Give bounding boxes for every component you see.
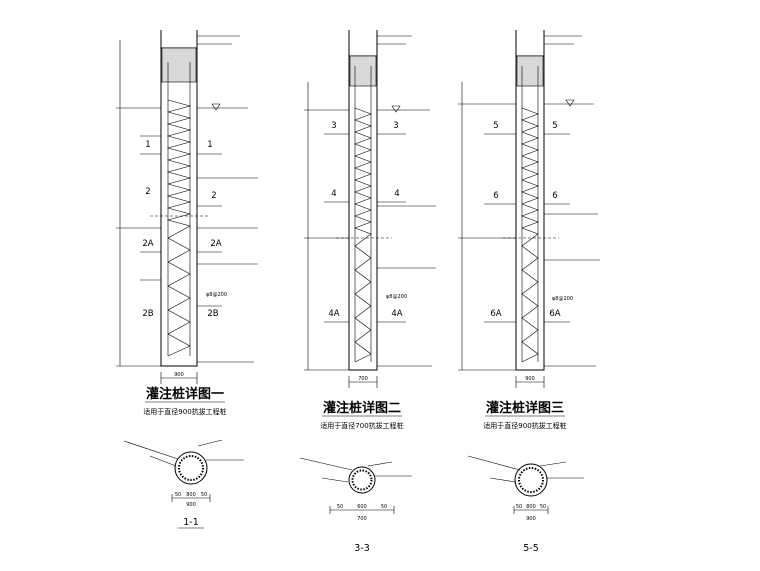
pile-2-width-dim: 700 [358,376,368,382]
pile-2-spiral [354,107,372,363]
section-5-5-dim-left: 50 [516,504,522,510]
section-3-3-dim-right: 50 [381,504,387,510]
pile-1-subtitle: 适用于直径900抗拔工程桩 [143,407,226,416]
pile-1-title: 灌注桩详图一 [146,386,224,402]
section-1-1-dim-right: 50 [201,492,207,498]
pile-1-cap [161,47,197,83]
pile-2-subtitle: 适用于直径700抗拔工程桩 [320,421,403,430]
pile-1-stirrup-note: φ8@200 [206,292,227,298]
pile-3-layer-right-5: 5 [552,121,557,131]
pile-2-cap [349,55,377,87]
pile-2-layer-left-4: 4 [331,189,336,199]
pile-3-width-dim: 900 [525,376,535,382]
pile-2-layer-left-4a: 4A [328,309,339,319]
section-1-1-width: 900 [186,502,196,508]
pile-3-layer-left-6: 6 [493,191,498,201]
section-5-5-label: 5-5 [523,543,539,554]
pile-1-spiral [166,99,192,357]
pile-3-layer-left-5: 5 [493,121,498,131]
pile-2-layer-left-3: 3 [331,121,336,131]
pile-detail-1: 900 1 2 2A 2B 1 2 2A 2B φ8@200 灌注桩详图一 适用… [116,30,258,529]
pile-detail-2: 700 3 4 4A 3 4 4A φ8@200 灌注桩详图二 适用于直径700… [299,30,436,554]
pile-1-layer-right-2b: 2B [207,309,218,319]
pile-2-title: 灌注桩详图二 [323,400,401,416]
section-5-5-dim-right: 50 [540,504,546,510]
section-3-3-width: 700 [357,516,367,522]
pile-1-layer-left-2b: 2B [142,309,153,319]
pile-2-stirrup-note: φ8@200 [386,294,407,300]
section-1-1: 50 800 50 900 1-1 [123,439,244,529]
pile-3-subtitle: 适用于直径900抗拔工程桩 [483,421,566,430]
pile-3-stirrup-note: φ8@200 [552,296,573,302]
section-5-5-width: 900 [526,516,536,522]
pile-1-outline [160,47,198,367]
section-1-1-dim-left: 50 [175,492,181,498]
section-1-1-dim-mid: 800 [186,492,196,498]
section-5-5: 50 800 50 900 5-5 [467,455,584,554]
pile-3-layer-right-6: 6 [552,191,557,201]
pile-1-layer-left-2: 2 [145,187,150,197]
pile-1-layer-left-2a: 2A [142,239,153,249]
pile-3-layer-right-6a: 6A [549,309,560,319]
pile-2-layer-right-4: 4 [394,189,399,199]
section-3-3-dim-left: 50 [337,504,343,510]
pile-1-layer-right-2a: 2A [210,239,221,249]
pile-1-width-dim: 900 [174,372,184,378]
pile-3-spiral [521,107,539,363]
section-5-5-dim-mid: 800 [526,504,536,510]
section-1-1-label: 1-1 [183,517,199,528]
section-3-3-label: 3-3 [354,543,370,554]
pile-3-title: 灌注桩详图三 [486,400,564,416]
pile-3-cap [516,55,544,87]
pile-detail-3: 900 5 6 6A 5 6 6A φ8@200 灌注桩详图三 适用于直径900… [458,30,600,554]
pile-2-layer-right-3: 3 [393,121,398,131]
pile-1-layer-left-1: 1 [145,140,150,150]
section-3-3-dim-mid: 600 [357,504,367,510]
pile-1-layer-right-2: 2 [211,191,216,201]
pile-3-layer-left-6a: 6A [490,309,501,319]
section-3-3: 50 600 50 700 3-3 [299,457,412,554]
pile-2-layer-right-4a: 4A [391,309,402,319]
pile-1-layer-right-1: 1 [207,140,212,150]
